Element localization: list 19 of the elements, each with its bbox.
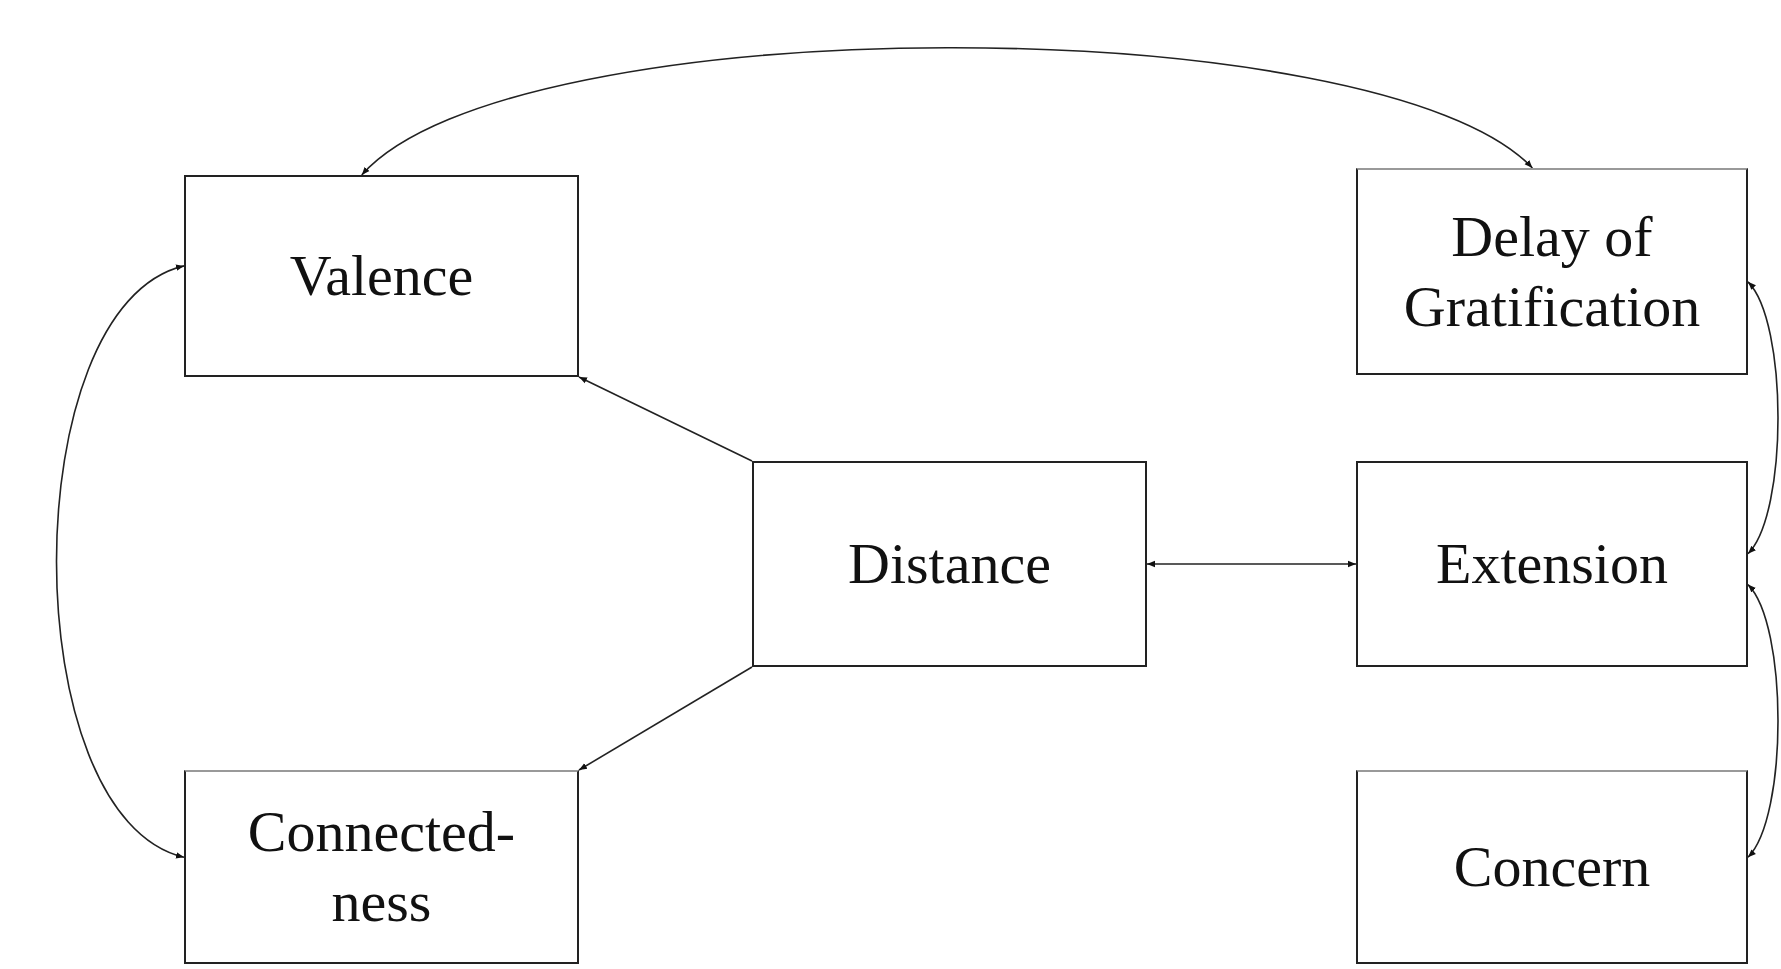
concept-label: Concern — [1453, 833, 1651, 902]
concept-label: Distance — [848, 530, 1051, 599]
concept-box — [752, 461, 1147, 667]
concept-box — [184, 175, 579, 377]
arrow — [360, 46, 1534, 176]
arrow — [1747, 281, 1779, 555]
arrow — [578, 666, 753, 771]
arrow — [578, 376, 753, 462]
arrow — [1747, 583, 1779, 859]
concept-label: Valence — [289, 242, 474, 311]
arrow — [55, 265, 185, 859]
concept-box — [1356, 770, 1748, 964]
arrow — [1146, 560, 1357, 568]
concept-label: Delay of Gratification — [1402, 202, 1702, 341]
concept-label: Extension — [1436, 530, 1668, 599]
concept-box — [1356, 461, 1748, 667]
concept-label: Connected- ness — [246, 798, 517, 936]
concept-box — [1356, 168, 1748, 375]
concept-box — [184, 770, 579, 964]
